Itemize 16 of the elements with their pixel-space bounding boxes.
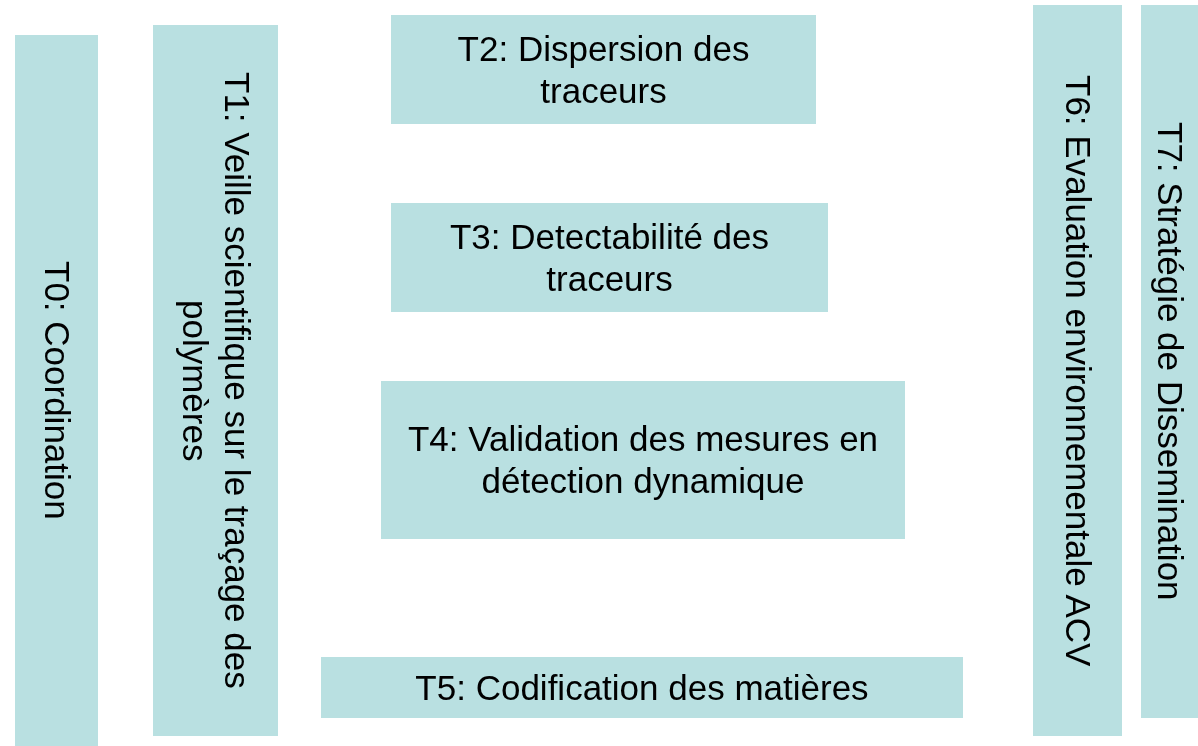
task-box (321, 657, 963, 718)
task-label: T7: Stratégie de Dissemination (1149, 122, 1191, 601)
task-box (153, 25, 278, 736)
task-label: T0: Coordination (36, 261, 78, 520)
task-box (391, 203, 828, 312)
task-box (15, 35, 98, 746)
task-box (1141, 5, 1198, 718)
task-label: T1: Veille scientifique sur le traçage des polymères (174, 71, 258, 691)
task-label: T4: Validation des mesures en détection dynamique (406, 418, 880, 502)
task-box (1033, 5, 1122, 736)
task-box (381, 381, 905, 539)
task-label: T2: Dispersion des traceurs (456, 27, 751, 112)
task-label: T6: Evaluation environnementale ACV (1057, 74, 1099, 667)
task-box (391, 15, 816, 124)
task-label: T5: Codification des matières (415, 666, 869, 709)
task-label: T3: Detectabilité des traceurs (448, 215, 771, 300)
